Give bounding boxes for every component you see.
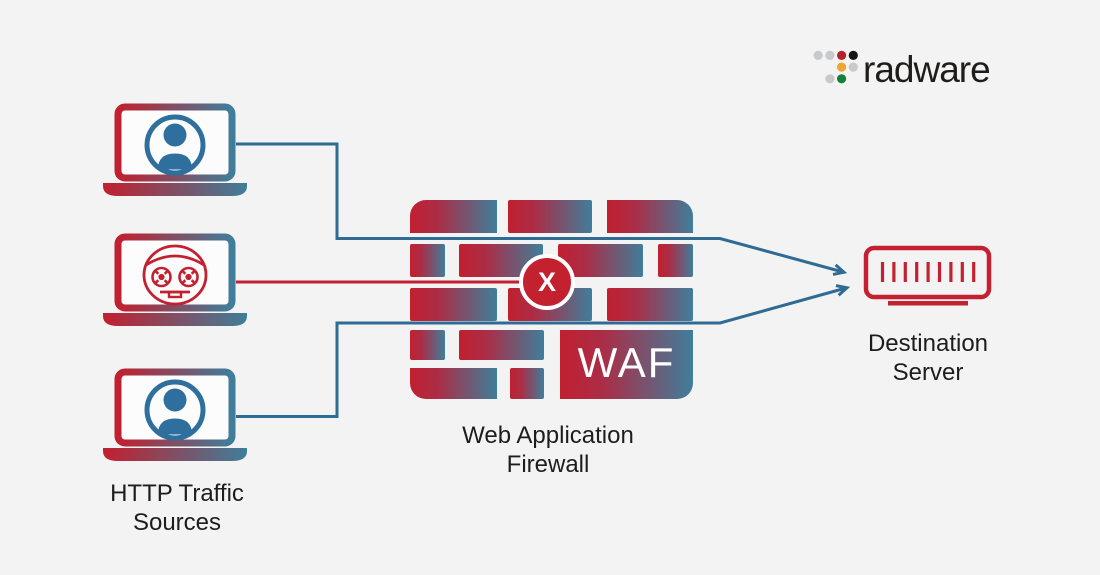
waf-brick	[410, 330, 445, 360]
laptop-traffic-source-2	[103, 237, 247, 326]
destination-label-line2: Server	[892, 359, 964, 386]
traffic-line-allowed-top	[236, 142, 848, 276]
logo-dot	[825, 50, 835, 61]
logo-dot	[848, 62, 858, 72]
block-x-label: X	[537, 266, 556, 297]
waf-brick	[607, 288, 693, 321]
waf-brick	[410, 368, 497, 399]
traffic-line-allowed-bottom	[236, 284, 851, 418]
logo-dot	[848, 50, 858, 61]
sources-label-line1: HTTP Traffic	[110, 480, 244, 507]
laptop-icon	[103, 107, 247, 196]
waf-label-line2: Firewall	[506, 451, 590, 478]
waf-brick	[658, 244, 693, 277]
logo-dot	[825, 74, 835, 84]
laptop-icon	[103, 237, 247, 326]
waf-brick	[410, 244, 445, 277]
logo-dot	[837, 74, 847, 84]
laptop-traffic-source-3	[103, 372, 247, 461]
waf-label-line1: Web Application	[462, 422, 634, 449]
waf-main-brick	[560, 330, 693, 399]
destination-label: Destination Server	[828, 329, 1028, 387]
waf-acronym-label: WAF	[577, 339, 676, 386]
waf-brick	[410, 200, 497, 233]
waf-brick	[558, 244, 643, 277]
x-circle-icon: X	[519, 254, 575, 310]
logo-dot	[837, 50, 847, 61]
waf-brick	[459, 330, 544, 360]
logo-dot	[837, 62, 847, 72]
waf-brick	[607, 200, 693, 233]
laptop-traffic-source-1	[103, 107, 247, 196]
destination-label-line1: Destination	[867, 330, 989, 357]
sources-label-line2: Sources	[132, 509, 222, 536]
server-icon	[863, 245, 992, 306]
radware-dots-icon	[813, 50, 858, 84]
waf-brick	[508, 200, 592, 233]
radware-logo-text: radware	[863, 49, 991, 90]
laptop-icon	[103, 372, 247, 461]
waf-label: Web Application Firewall	[448, 421, 648, 479]
sources-label: HTTP Traffic Sources	[77, 479, 277, 537]
waf-brick	[510, 368, 544, 399]
waf-brick	[410, 288, 497, 321]
server-ticks	[880, 262, 976, 282]
logo-dot	[813, 50, 823, 61]
